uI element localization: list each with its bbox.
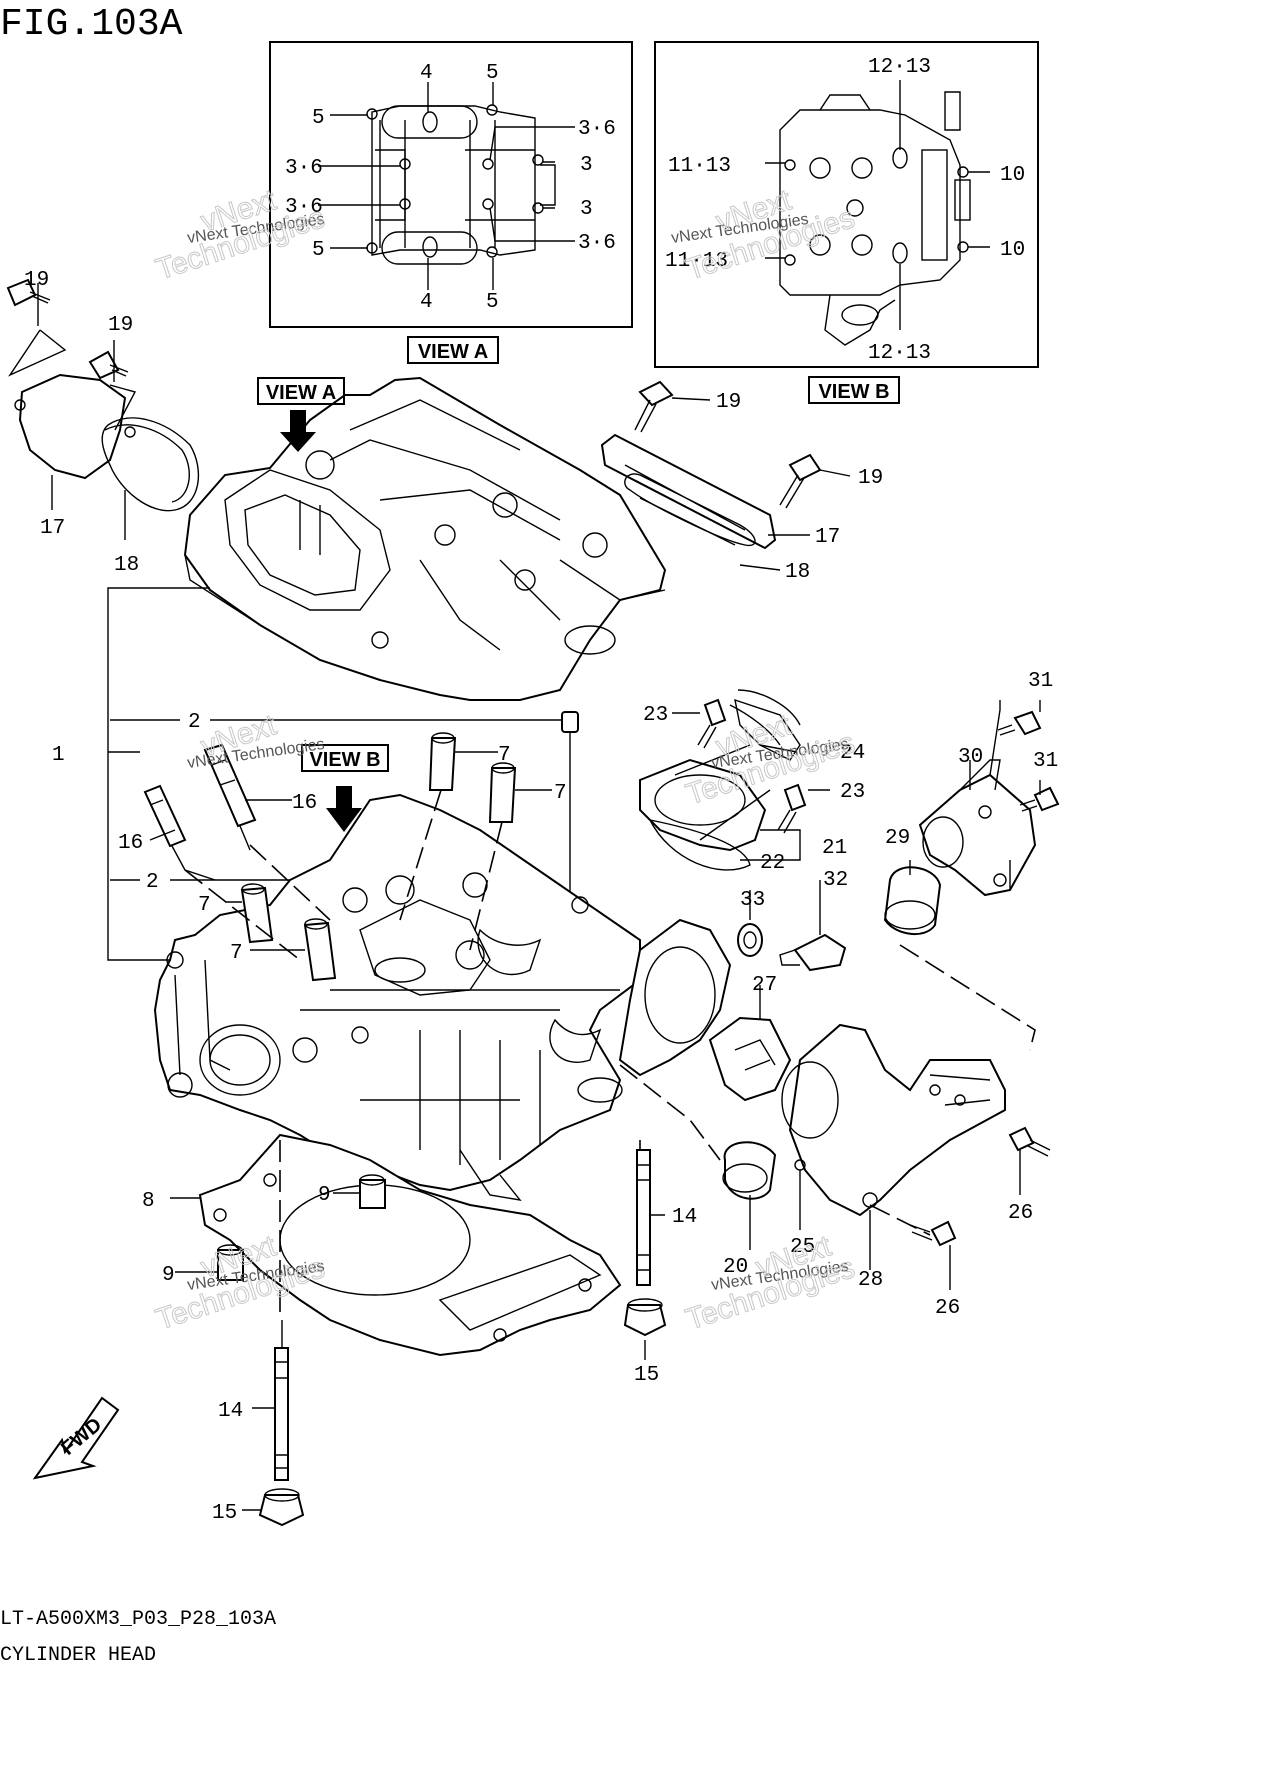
callout-25: 25 bbox=[790, 1236, 815, 1259]
callout-18: 18 bbox=[785, 561, 810, 584]
callout-5: 5 bbox=[312, 107, 325, 130]
view-b-label: VIEW B bbox=[818, 381, 889, 403]
callout-23: 23 bbox=[840, 781, 865, 804]
callout-21: 21 bbox=[822, 837, 847, 860]
diagram-caption: CYLINDER HEAD bbox=[0, 1644, 156, 1667]
callout-7: 7 bbox=[554, 782, 567, 805]
callout-3: 3 bbox=[580, 198, 593, 221]
callout-10: 10 bbox=[1000, 239, 1025, 262]
callout-30: 30 bbox=[958, 746, 983, 769]
callout-17: 17 bbox=[40, 517, 65, 540]
callout-31: 31 bbox=[1028, 670, 1053, 693]
callout-5: 5 bbox=[486, 291, 499, 314]
callout-2: 2 bbox=[188, 711, 201, 734]
cylinder-head-body bbox=[153, 793, 641, 1201]
spark-plugs bbox=[143, 743, 331, 961]
callout-33: 33 bbox=[740, 889, 765, 912]
callout-16: 16 bbox=[118, 832, 143, 855]
callout-29: 29 bbox=[885, 827, 910, 850]
callout-20: 20 bbox=[723, 1256, 748, 1279]
callout-28: 28 bbox=[858, 1269, 883, 1292]
callout-5: 5 bbox=[486, 62, 499, 85]
callout-3-6: 3·6 bbox=[578, 118, 616, 141]
callout-15: 15 bbox=[634, 1364, 659, 1387]
model-code: LT-A500XM3_P03_P28_103A bbox=[0, 1608, 276, 1631]
forward-direction-arrow-icon: FWD bbox=[32, 1396, 120, 1480]
dowel-pin-icon bbox=[561, 711, 579, 733]
callout-19: 19 bbox=[716, 391, 741, 414]
callout-12-13: 12·13 bbox=[868, 56, 931, 79]
callout-17: 17 bbox=[815, 526, 840, 549]
view-a-pointer-label: VIEW A bbox=[266, 382, 336, 404]
callout-3-6: 3·6 bbox=[285, 157, 323, 180]
callout-26: 26 bbox=[1008, 1202, 1033, 1225]
view-b-pointer-label: VIEW B bbox=[309, 749, 380, 771]
callout-4: 4 bbox=[420, 62, 433, 85]
callout-11-13: 11·13 bbox=[668, 155, 731, 178]
callout-19: 19 bbox=[858, 467, 883, 490]
callout-7: 7 bbox=[198, 894, 211, 917]
callout-15: 15 bbox=[212, 1502, 237, 1525]
callout-23: 23 bbox=[643, 704, 668, 727]
callout-9: 9 bbox=[162, 1264, 175, 1287]
view-a-arrow-icon bbox=[280, 410, 316, 452]
callout-8: 8 bbox=[142, 1190, 155, 1213]
callout-3: 3 bbox=[580, 154, 593, 177]
callout-5: 5 bbox=[312, 239, 325, 262]
left-cap-assembly bbox=[6, 278, 200, 540]
callout-1: 1 bbox=[52, 744, 65, 767]
intake-pipe-assembly bbox=[639, 689, 830, 871]
callout-4: 4 bbox=[420, 291, 433, 314]
callout-12-13: 12·13 bbox=[868, 342, 931, 365]
callout-24: 24 bbox=[840, 742, 865, 765]
callout-16: 16 bbox=[292, 792, 317, 815]
view-b-inset: 12·13 11·13 10 11·13 10 12·13 bbox=[654, 41, 1039, 368]
callout-7: 7 bbox=[498, 744, 511, 767]
callout-31: 31 bbox=[1033, 750, 1058, 773]
head-gasket-and-studs bbox=[170, 1133, 667, 1527]
callout-11-13: 11·13 bbox=[665, 250, 728, 273]
callout-19: 19 bbox=[108, 314, 133, 337]
callout-14: 14 bbox=[218, 1400, 243, 1423]
cylinder-head-cover bbox=[183, 376, 667, 701]
view-a-label: VIEW A bbox=[418, 341, 488, 363]
valve-guides bbox=[225, 732, 552, 982]
callout-18: 18 bbox=[114, 554, 139, 577]
callout-27: 27 bbox=[752, 974, 777, 997]
thermostat-cover-assembly bbox=[883, 700, 1060, 1051]
water-outlet-housing bbox=[618, 918, 1051, 1290]
callout-3-6: 3·6 bbox=[578, 232, 616, 255]
figure-title: FIG.103A bbox=[0, 3, 183, 46]
sensor-and-thermostat bbox=[708, 880, 847, 1102]
callout-7: 7 bbox=[230, 942, 243, 965]
callout-32: 32 bbox=[823, 869, 848, 892]
view-b-arrow-icon bbox=[326, 786, 362, 832]
right-cap-assembly bbox=[600, 380, 851, 571]
callout-2: 2 bbox=[146, 871, 159, 894]
callout-26: 26 bbox=[935, 1297, 960, 1320]
callout-19: 19 bbox=[24, 269, 49, 292]
callout-14: 14 bbox=[672, 1206, 697, 1229]
callout-10: 10 bbox=[1000, 164, 1025, 187]
callout-3-6: 3·6 bbox=[285, 196, 323, 219]
view-a-inset: 4 5 5 3·6 3·6 3 3·6 3 5 3·6 4 5 bbox=[269, 41, 633, 328]
callout-22: 22 bbox=[760, 852, 785, 875]
callout-9: 9 bbox=[318, 1184, 331, 1207]
